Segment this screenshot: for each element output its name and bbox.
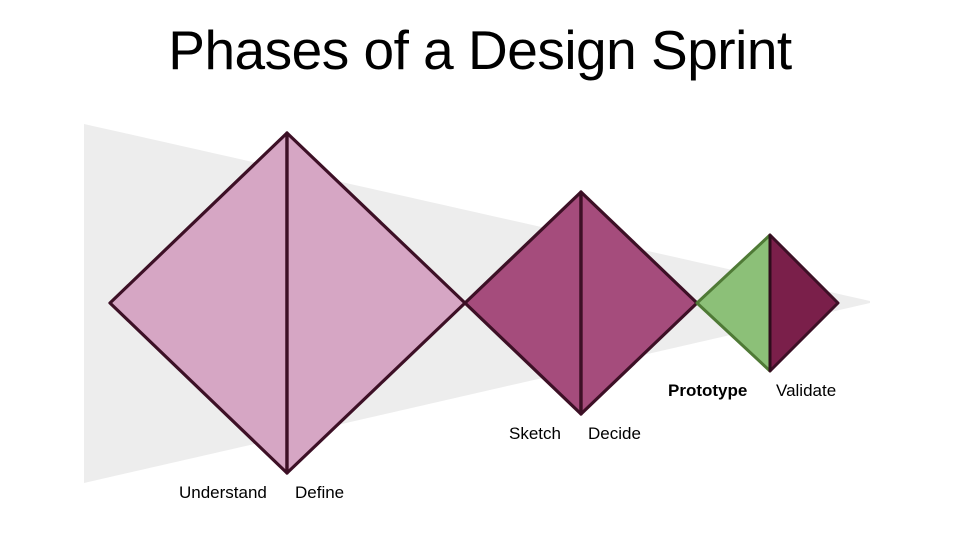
- phase-label-understand: Understand: [179, 483, 267, 502]
- page-title: Phases of a Design Sprint: [168, 19, 792, 81]
- phase-label-decide: Decide: [588, 424, 641, 443]
- diamond-half-prototype[interactable]: [695, 233, 772, 373]
- phase-label-prototype: Prototype: [668, 381, 748, 400]
- diamond-half-validate[interactable]: [768, 233, 840, 373]
- diamond-half-define[interactable]: [285, 131, 467, 475]
- phase-label-define: Define: [295, 483, 345, 502]
- diamond-understand-define: [108, 131, 467, 475]
- diamond-prototype-validate: [695, 233, 840, 373]
- phase-label-validate: Validate: [776, 381, 837, 400]
- phase-label-sketch: Sketch: [509, 424, 561, 443]
- diamond-sketch-decide: [463, 190, 699, 416]
